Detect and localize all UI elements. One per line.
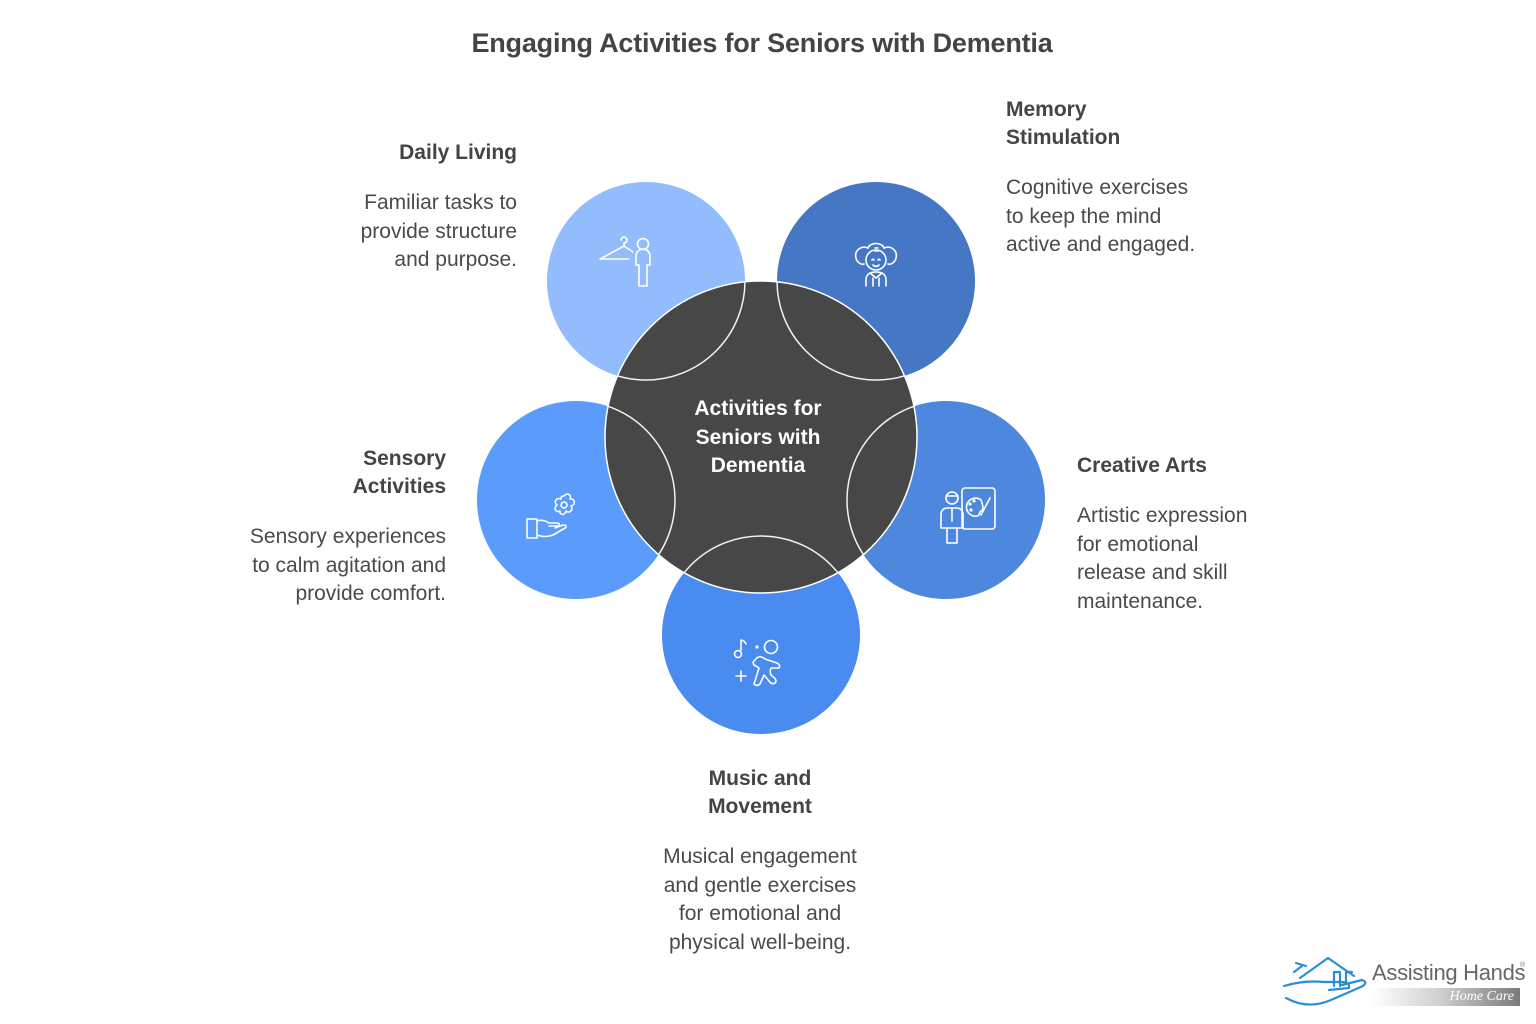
description-line: Musical engagement	[663, 845, 857, 868]
node-heading: Daily Living	[300, 139, 517, 167]
hand-holding-house-icon	[1282, 956, 1367, 1006]
heading-line: Daily Living	[399, 141, 517, 164]
description-line: active and engaged.	[1006, 233, 1196, 256]
description-line: release and skill	[1077, 561, 1228, 584]
node-heading: Sensory Activities	[196, 445, 446, 501]
node-daily-living: Daily Living Familiar tasks to provide s…	[300, 139, 517, 275]
description-line: provide structure	[360, 219, 517, 243]
description-line: for emotional	[1077, 532, 1199, 556]
brand-logo: Assisting Hands ® Home Care	[1280, 952, 1530, 1012]
description-line: and purpose.	[394, 248, 517, 271]
node-heading: Memory Stimulation	[1006, 96, 1246, 152]
heading-line: Activities	[352, 475, 446, 498]
center-circle[interactable]	[604, 280, 918, 594]
brand-name: Assisting Hands	[1372, 960, 1526, 985]
brand-subtitle: Home Care	[1449, 989, 1514, 1004]
node-description: Sensory experiences to calm agitation an…	[196, 523, 446, 609]
registered-mark: ®	[1520, 962, 1526, 969]
description-line: physical well-being.	[668, 930, 852, 954]
description-line: to keep the mind	[1006, 204, 1162, 228]
page-title: Engaging Activities for Seniors with Dem…	[471, 28, 1053, 58]
node-heading: Creative Arts	[1077, 452, 1307, 480]
overlap-outline-creative	[846, 400, 917, 593]
node-description: Familiar tasks to provide structure and …	[300, 189, 517, 275]
dancing-person-music-icon	[733, 639, 781, 687]
person-with-hanger-icon	[599, 236, 651, 287]
node-creative-arts: Creative Arts Artistic expression for em…	[1077, 452, 1307, 616]
description-line: to calm agitation and	[252, 553, 446, 577]
center-label-line: Activities for	[694, 397, 822, 420]
description-line: maintenance.	[1077, 589, 1204, 613]
overlap-outline-music	[661, 535, 861, 593]
node-description: Cognitive exercises to keep the mind act…	[1006, 174, 1246, 260]
center-label-line: Dementia	[710, 454, 806, 477]
overlap-outlines	[605, 281, 917, 593]
heading-line: Movement	[708, 795, 812, 818]
elderly-person-icon	[854, 242, 898, 287]
painter-with-canvas-icon	[940, 487, 996, 544]
description-line: Artistic expression	[1077, 504, 1248, 527]
node-description: Musical engagement and gentle exercises …	[620, 843, 900, 957]
heading-line: Music and	[708, 767, 812, 790]
node-music-and-movement: Music and Movement Musical engagement an…	[620, 765, 900, 957]
description-line: provide comfort.	[295, 582, 446, 605]
description-line: and gentle exercises	[663, 873, 857, 897]
description-line: Sensory experiences	[249, 525, 446, 548]
node-sensory-activities: Sensory Activities Sensory experiences t…	[196, 445, 446, 609]
brand-subtitle-bar: Home Care	[1372, 988, 1520, 1006]
description-line: Familiar tasks to	[364, 191, 517, 214]
heading-line: Sensory	[363, 447, 446, 470]
description-line: Cognitive exercises	[1006, 176, 1189, 199]
node-memory-stimulation: Memory Stimulation Cognitive exercises t…	[1006, 96, 1246, 260]
node-description: Artistic expression for emotional releas…	[1077, 502, 1307, 616]
overlap-outline-sensory	[605, 400, 676, 593]
center-label: Activities for Seniors with Dementia	[660, 395, 856, 481]
hand-with-flower-icon	[526, 493, 576, 539]
overlap-outline-memory	[776, 281, 917, 381]
description-line: for emotional and	[678, 902, 842, 925]
heading-line: Stimulation	[1006, 126, 1121, 149]
center-label-line: Seniors with	[695, 425, 821, 449]
heading-line: Memory	[1006, 98, 1087, 121]
node-heading: Music and Movement	[620, 765, 900, 821]
heading-line: Creative Arts	[1077, 454, 1207, 477]
overlap-outline-daily	[605, 281, 746, 381]
